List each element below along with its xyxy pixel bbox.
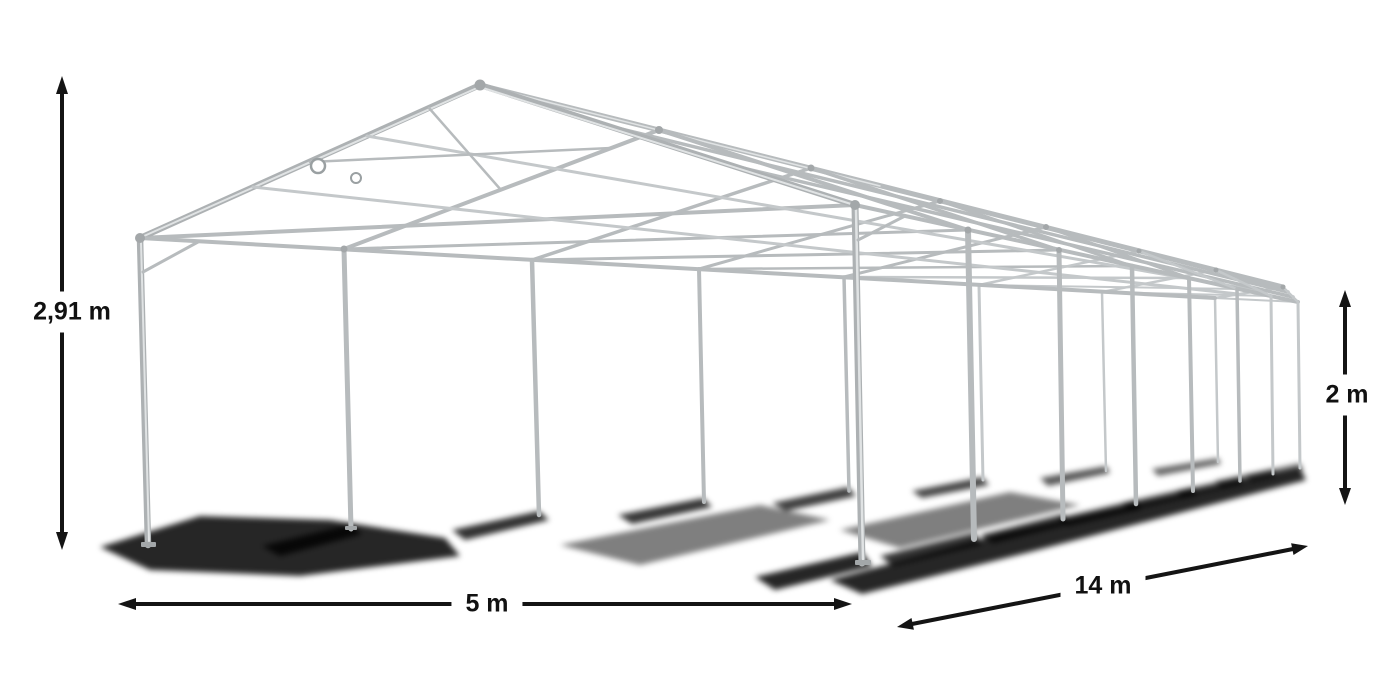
far-side-posts [136,234,1220,549]
roof-purlins [138,82,1300,304]
eave-height-label: 2 m [1311,374,1383,416]
roof-cross-braces [308,106,613,192]
pipe-hole-rings [309,157,362,184]
corner-braces [141,214,907,274]
near-slope-rafters [477,82,1300,304]
near-side-posts [851,201,1302,567]
ground-shadows [100,458,1306,594]
ridge-height-label: 2,91 m [19,291,125,333]
length-label: 14 m [1060,565,1146,607]
width-label: 5 m [451,583,523,625]
pipe-fittings [135,79,1286,565]
